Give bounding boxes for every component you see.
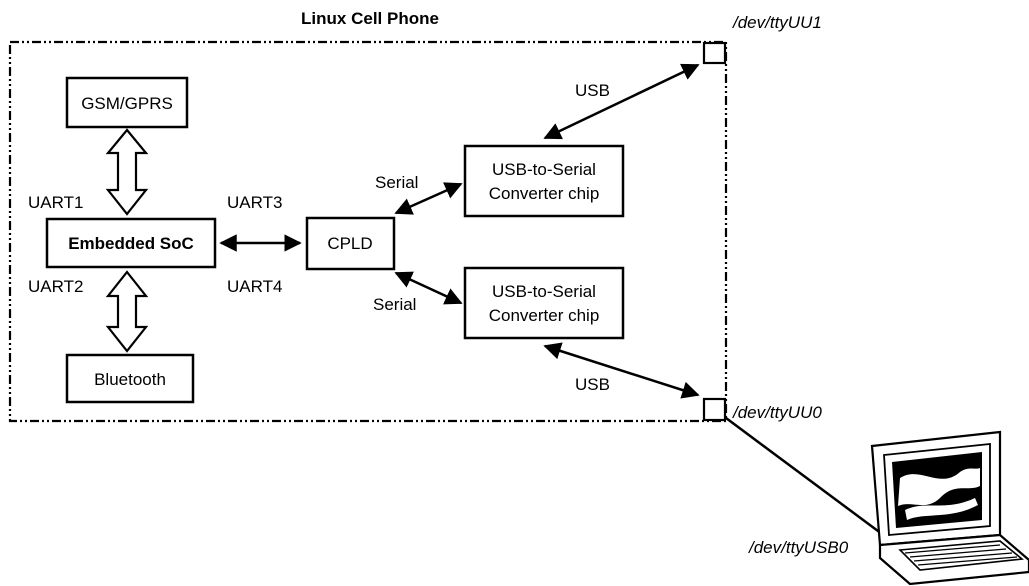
usb-arrow-bottom (543, 342, 700, 399)
serial-arrow-top (394, 182, 463, 215)
uart3-label: UART3 (227, 193, 282, 212)
uart1-label: UART1 (28, 193, 83, 212)
port-ttyuu0 (702, 397, 727, 422)
gsm-gprs-label: GSM/GPRS (81, 94, 173, 113)
usb-serial-top-line2: Converter chip (489, 184, 600, 203)
gsm-gprs-block (65, 76, 189, 129)
bluetooth-label: Bluetooth (94, 370, 166, 389)
serial-bottom-label: Serial (373, 295, 416, 314)
usb-serial-top-line1: USB-to-Serial (492, 160, 596, 179)
gsm-soc-bus-arrow (105, 128, 149, 216)
serial-arrow-bottom (394, 271, 463, 305)
port-ttyuu1-label: /dev/ttyUU1 (732, 13, 822, 32)
usb-bottom-label: USB (575, 375, 610, 394)
embedded-soc-label: Embedded SoC (68, 234, 194, 253)
port-ttyuu0-label: /dev/ttyUU0 (732, 403, 822, 422)
uart4-label: UART4 (227, 277, 282, 296)
cpld-label: CPLD (327, 234, 372, 253)
diagram-title: Linux Cell Phone (301, 9, 439, 28)
usb-top-label: USB (575, 81, 610, 100)
usb-serial-converter-top (463, 144, 625, 218)
usb-serial-bottom-line1: USB-to-Serial (492, 282, 596, 301)
host-port-label: /dev/ttyUSB0 (748, 538, 849, 557)
uart2-label: UART2 (28, 277, 83, 296)
usb-cable (725, 416, 883, 536)
usb-serial-converter-bottom (463, 266, 625, 340)
port-ttyuu1 (702, 41, 727, 65)
usb-arrow-top (543, 63, 700, 140)
usb-serial-bottom-line2: Converter chip (489, 306, 600, 325)
bluetooth-block (65, 353, 195, 404)
serial-top-label: Serial (375, 173, 418, 192)
soc-bluetooth-bus-arrow (105, 270, 149, 353)
cpld-block (305, 216, 396, 271)
laptop-icon (870, 430, 1029, 586)
phone-boundary (8, 40, 728, 423)
embedded-soc-block (45, 217, 217, 269)
